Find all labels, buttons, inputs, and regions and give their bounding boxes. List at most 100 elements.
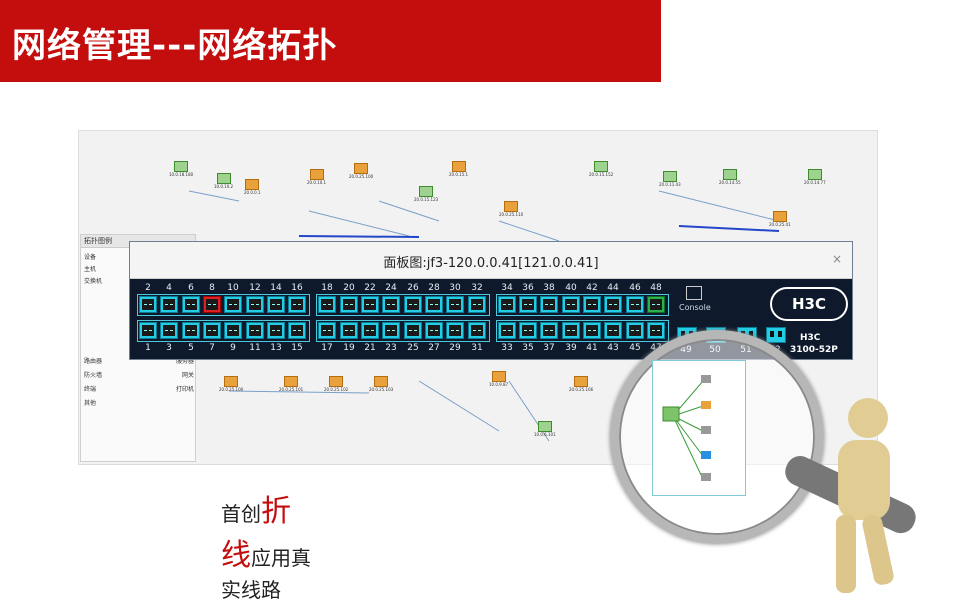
topology-node[interactable]: 20.0.25.166 [569,376,593,392]
legend-item: 防火墙 [84,372,103,379]
ethernet-port[interactable] [139,296,157,313]
ethernet-port[interactable] [540,322,558,339]
ethernet-port[interactable] [246,296,264,313]
ethernet-port[interactable] [498,322,516,339]
ethernet-port[interactable] [562,296,580,313]
port-group [137,320,310,342]
ethernet-port[interactable] [182,322,200,339]
topology-node[interactable]: 20.0.25.103 [369,376,393,392]
ethernet-port[interactable] [224,322,242,339]
topology-node[interactable]: 20.0.15.123 [414,186,438,202]
legend-item: 打印机 [175,386,194,393]
ethernet-port[interactable] [446,322,464,339]
sfp-port[interactable] [766,327,786,343]
topology-node[interactable]: 20.0.15.152 [589,161,613,177]
ethernet-port[interactable] [404,322,422,339]
port-number: 20 [343,283,355,293]
ethernet-port[interactable] [468,296,486,313]
ethernet-port[interactable] [160,296,178,313]
legend-item: 主机 [84,266,97,273]
topology-node[interactable]: 20.0.25.100 [219,376,243,392]
port-number: 12 [249,283,261,293]
port-number: 15 [291,343,303,353]
topology-node[interactable]: 20.0.14.77 [804,169,826,185]
port-number: 36 [522,283,534,293]
close-icon[interactable]: × [831,252,842,266]
ethernet-port[interactable] [318,296,336,313]
ethernet-port[interactable] [583,322,601,339]
topology-node[interactable]: 20.0.25.100 [349,163,373,179]
port-number: 40 [565,283,577,293]
topology-node[interactable]: 20.0.11.43 [659,171,681,187]
ethernet-port[interactable] [540,296,558,313]
ethernet-port[interactable] [288,296,306,313]
port-number: 35 [522,343,534,353]
ethernet-port[interactable] [562,322,580,339]
ethernet-port[interactable] [425,322,443,339]
ethernet-port[interactable] [604,322,622,339]
caption-rest: 应用真 [251,546,311,570]
port-number: 42 [586,283,598,293]
model-number: 3100-52P [790,345,838,355]
ethernet-port[interactable] [647,296,665,313]
topology-node[interactable]: 20.0.25.101 [279,376,303,392]
ethernet-port[interactable] [203,322,221,339]
port-number: 45 [629,343,641,353]
topology-node[interactable]: 20.0.0.1 [244,179,261,195]
topology-node[interactable]: 20.0.14.55 [719,169,741,185]
legend-item: 网关 [181,372,194,379]
ethernet-port[interactable] [361,296,379,313]
console-port-icon[interactable] [686,286,702,300]
ethernet-port[interactable] [246,322,264,339]
ethernet-port[interactable] [519,296,537,313]
ethernet-port[interactable] [382,296,400,313]
topology-node[interactable]: 20.0.25.102 [324,376,348,392]
legend-item: 其他 [84,400,97,407]
port-number: 13 [270,343,282,353]
ethernet-port[interactable] [425,296,443,313]
ethernet-port[interactable] [288,322,306,339]
ethernet-port[interactable] [340,296,358,313]
ethernet-port[interactable] [224,296,242,313]
ethernet-port[interactable] [498,296,516,313]
port-number: 44 [607,283,619,293]
port-number: 2 [145,283,151,293]
ethernet-port[interactable] [382,322,400,339]
port-group [496,320,669,342]
ethernet-port[interactable] [340,322,358,339]
ethernet-port[interactable] [446,296,464,313]
legend-item: 终端 [84,386,97,393]
ethernet-port[interactable] [203,296,221,313]
ethernet-port[interactable] [182,296,200,313]
topology-links [188,190,780,442]
ethernet-port[interactable] [626,296,644,313]
port-number: 43 [607,343,619,353]
ethernet-port[interactable] [267,296,285,313]
magnified-links [662,375,711,481]
topology-node[interactable]: 10.0.9.87 [489,371,508,387]
ethernet-port[interactable] [468,322,486,339]
topology-node[interactable]: 20.0.25.41 [769,211,791,227]
caption-line3: 实线路 [221,578,281,602]
caption-prefix: 首创 [221,502,261,526]
ethernet-port[interactable] [604,296,622,313]
ethernet-port[interactable] [626,322,644,339]
ethernet-port[interactable] [519,322,537,339]
topology-node[interactable]: 10.0.10.2 [214,173,233,189]
ethernet-port[interactable] [583,296,601,313]
ethernet-port[interactable] [404,296,422,313]
port-number: 5 [188,343,194,353]
topology-node[interactable]: 20.0.15.1 [449,161,468,177]
ethernet-port[interactable] [361,322,379,339]
ethernet-port[interactable] [160,322,178,339]
ethernet-port[interactable] [267,322,285,339]
topology-node[interactable]: 20.0.10.1 [307,169,326,185]
ethernet-port[interactable] [318,322,336,339]
console-label: Console [679,303,711,312]
topology-node[interactable]: 20.0.25.110 [499,201,523,217]
ethernet-port[interactable] [139,322,157,339]
ethernet-port[interactable] [647,322,665,339]
topology-node[interactable]: 10.0.18.180 [169,161,193,177]
page-title: 网络管理---网络拓扑 [12,26,338,66]
topology-node[interactable]: 10.0.6.101 [534,421,556,437]
